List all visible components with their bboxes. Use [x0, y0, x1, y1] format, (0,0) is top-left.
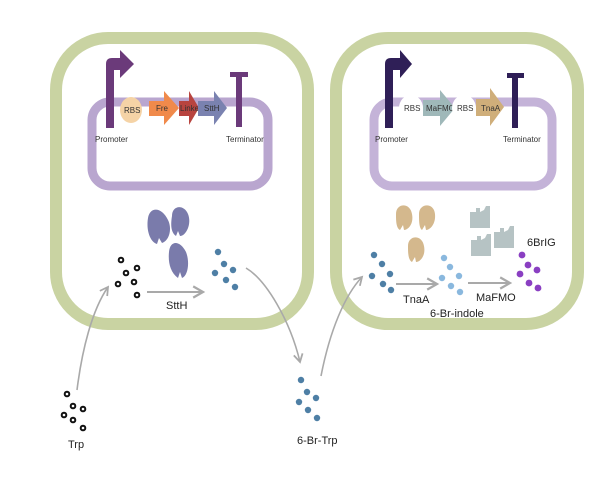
br-indole-molecules: [438, 254, 464, 296]
tnaa-gene-arrow: [476, 88, 504, 126]
trp-uptake-arrow: [76, 285, 110, 391]
brig-molecules: [516, 251, 542, 292]
mafmo-label: MaFMO: [426, 104, 455, 113]
promoter-icon: [385, 50, 412, 128]
br-trp-molecules-outside: [295, 376, 321, 422]
tnaa-enzyme-icon: [396, 205, 436, 262]
trp-molecules-inside: [114, 256, 141, 299]
left-promoter-label: Promoter: [95, 135, 128, 144]
terminator-icon: [230, 72, 248, 127]
br-trp-molecules-right: [368, 251, 395, 294]
stth-label: SttH: [204, 104, 220, 113]
right-rbs1-label: RBS: [404, 104, 420, 113]
linker-label: Linker: [180, 104, 202, 113]
right-terminator-label: Terminator: [503, 135, 541, 144]
left-rbs-label: RBS: [124, 106, 140, 115]
trp-molecules-outside: [60, 390, 87, 432]
right-rbs2-label: RBS: [457, 104, 473, 113]
left-cell: Promoter RBS Fre Linker SttH Terminator: [50, 32, 314, 330]
stth-gene-arrow: [198, 91, 227, 125]
mafmo-reaction-label: MaFMO: [476, 292, 516, 304]
left-cell-membrane: [50, 32, 314, 330]
fre-label: Fre: [156, 104, 169, 113]
fre-gene-arrow: [149, 91, 179, 125]
br-trp-molecules-left: [211, 248, 239, 291]
mafmo-enzyme-icon: [470, 206, 514, 256]
br-trp-uptake-arrow: [320, 275, 364, 377]
tnaa-reaction-label: TnaA: [403, 294, 430, 306]
rbs-icon: [399, 95, 423, 121]
br-trp-export-arrow: [245, 267, 304, 364]
br-indole-label: 6-Br-indole: [430, 308, 484, 320]
promoter-icon: [106, 50, 134, 128]
right-cell: Promoter RBS MaFMO RBS TnaA Terminator: [330, 32, 584, 330]
rbs-icon: [452, 95, 476, 121]
trp-label: Trp: [68, 439, 84, 451]
linker-gene-arrow: [179, 91, 199, 125]
terminator-icon: [507, 73, 524, 128]
rbs-icon: [120, 97, 142, 123]
right-cell-membrane: [330, 32, 584, 330]
left-terminator-label: Terminator: [226, 135, 264, 144]
tnaa-label: TnaA: [481, 104, 501, 113]
stth-enzyme-icon: [147, 207, 190, 278]
right-promoter-label: Promoter: [375, 135, 408, 144]
brig-label: 6BrIG: [527, 237, 556, 249]
br-trp-label: 6-Br-Trp: [297, 435, 338, 447]
stth-reaction-label: SttH: [166, 300, 187, 312]
mafmo-gene-arrow: [423, 90, 455, 126]
